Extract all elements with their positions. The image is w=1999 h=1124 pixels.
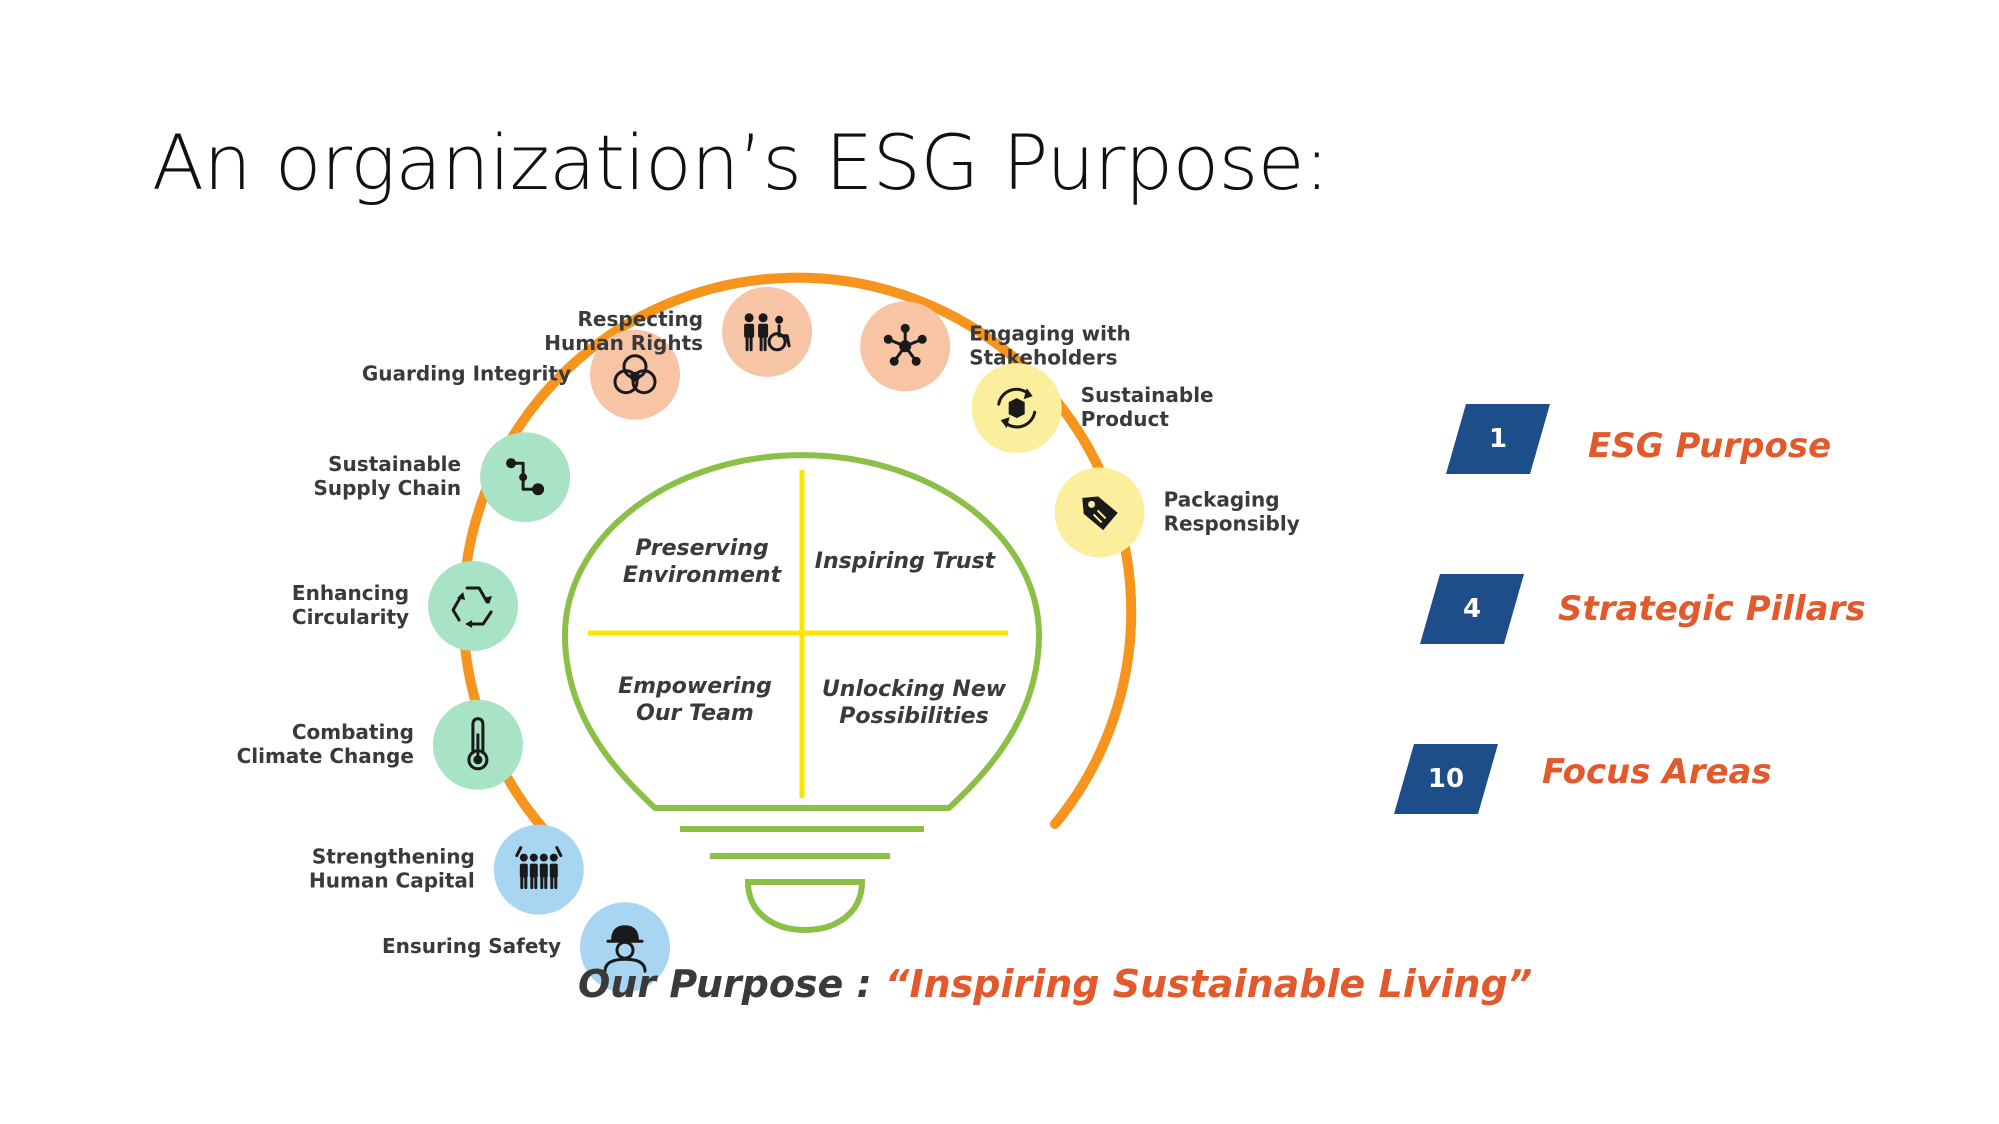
supply-chain-icon xyxy=(506,458,545,496)
bulb-outline xyxy=(562,452,1042,811)
focus-area-label-line: Responsibly xyxy=(1164,511,1300,535)
thermometer-icon xyxy=(467,717,489,771)
focus-area-label: Guarding Integrity xyxy=(362,362,571,386)
focus-area-label-line: Engaging with xyxy=(969,321,1131,345)
pillar-label-2: Inspiring Trust xyxy=(815,549,997,574)
focus-area-node: Ensuring Safety xyxy=(382,902,671,993)
network-icon xyxy=(883,323,927,366)
focus-area-label-line: Enhancing xyxy=(292,581,409,605)
focus-area-label-line: Stakeholders xyxy=(969,345,1117,369)
pillar-label-line: Possibilities xyxy=(839,704,988,729)
focus-area-circle xyxy=(580,902,671,993)
purpose-statement: Our Purpose : “Inspiring Sustainable Liv… xyxy=(578,962,1532,1006)
esg-purpose-label: ESG Purpose xyxy=(1588,426,1832,466)
focus-area-label-line: Strengthening xyxy=(312,845,475,869)
focus-area-label-line: Sustainable xyxy=(1081,383,1214,407)
focus-area-label-line: Circularity xyxy=(292,605,409,629)
focus-area-label-line: Human Rights xyxy=(544,331,703,355)
team-icon xyxy=(515,846,563,890)
strategic-pillars-label: Strategic Pillars xyxy=(1558,589,1866,629)
pillar-label-line: Inspiring Trust xyxy=(815,549,997,574)
people-icon xyxy=(744,313,791,352)
focus-area-circle xyxy=(428,561,519,652)
focus-area-label-line: Respecting xyxy=(578,307,704,331)
focus-area-label: Ensuring Safety xyxy=(382,934,561,958)
focus-area-node: Guarding Integrity xyxy=(362,329,680,420)
focus-areas-badge: 10 xyxy=(1394,744,1498,814)
focus-areas-label: Focus Areas xyxy=(1542,752,1772,792)
focus-area-label-line: Packaging xyxy=(1164,487,1280,511)
tag-icon xyxy=(1082,496,1118,531)
bulb-cap xyxy=(744,879,866,934)
esg-purpose-badge: 1 xyxy=(1446,404,1550,474)
pillar-label-line: Our Team xyxy=(636,701,754,726)
purpose-label: Our Purpose : xyxy=(578,962,885,1006)
focus-area-label-line: Product xyxy=(1081,407,1170,431)
focus-area-label-line: Human Capital xyxy=(309,869,475,893)
focus-area-label-line: Ensuring Safety xyxy=(382,934,561,958)
pillar-label-line: Empowering xyxy=(618,674,772,699)
circles-icon xyxy=(613,354,657,395)
focus-area-label-line: Combating xyxy=(292,720,414,744)
pillar-label-line: Unlocking New xyxy=(822,677,1007,702)
purpose-value: “Inspiring Sustainable Living” xyxy=(884,962,1533,1006)
focus-area-circle xyxy=(493,824,584,915)
focus-area-label-line: Climate Change xyxy=(237,744,414,768)
page-title: An organization’s ESG Purpose: xyxy=(152,118,1330,207)
recycle-icon xyxy=(451,586,493,628)
focus-area-label-line: Sustainable xyxy=(328,452,461,476)
focus-area-label-line: Guarding Integrity xyxy=(362,362,571,386)
worker-icon xyxy=(603,925,647,973)
pillar-label-line: Preserving xyxy=(635,536,768,561)
product-cycle-icon xyxy=(997,387,1037,429)
focus-area-label-line: Supply Chain xyxy=(313,476,461,500)
pillar-label-line: Environment xyxy=(623,563,783,588)
strategic-pillars-badge: 4 xyxy=(1420,574,1524,644)
